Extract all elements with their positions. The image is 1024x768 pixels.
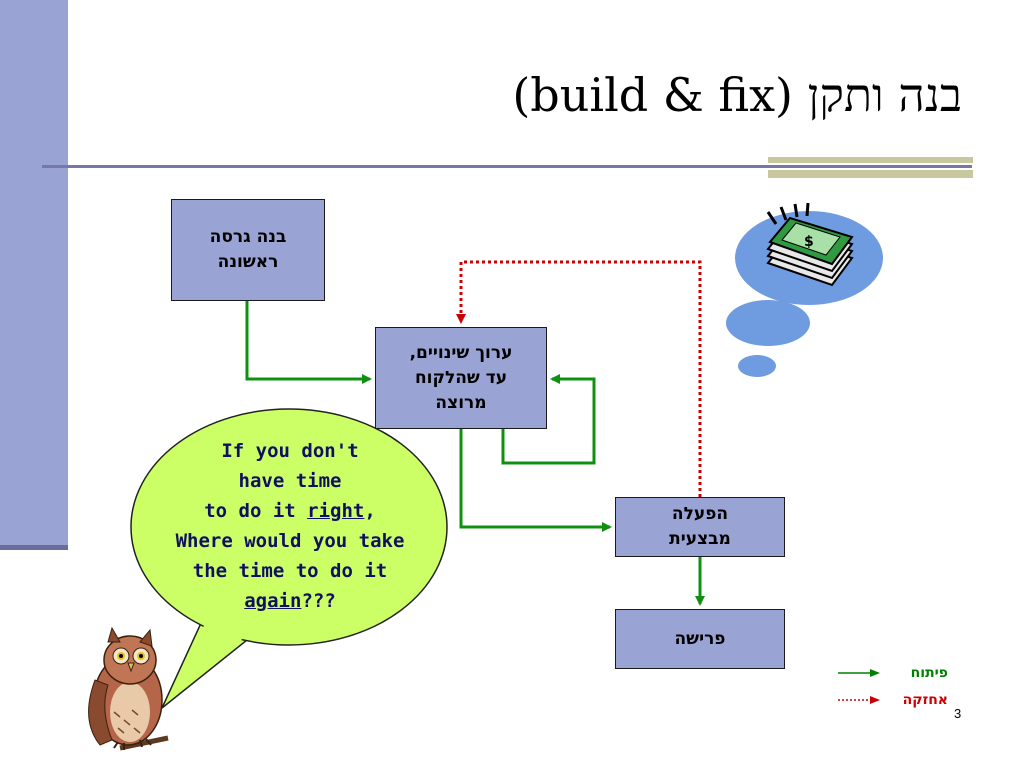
- speech-bubble-text: If you don't have time to do it right, W…: [145, 436, 435, 616]
- decoration-bar-top: [768, 157, 973, 163]
- bubble-line-6-suffix: ???: [301, 590, 336, 612]
- box-operational-deployment: הפעלה מבצעית: [615, 497, 785, 557]
- legend-development-label: פיתוח: [910, 665, 948, 681]
- legend-development: פיתוח: [838, 663, 948, 683]
- legend-dev-arrowhead: [870, 669, 880, 677]
- bubble-line-2: have time: [238, 470, 342, 492]
- money-stack-icon: $: [766, 202, 854, 287]
- bubble-line-1: If you don't: [221, 440, 359, 462]
- box-retirement: פרישה: [615, 609, 785, 669]
- arrow-build-to-edit: [245, 301, 372, 384]
- bubble-line-5: the time to do it: [192, 560, 388, 582]
- side-decoration-bar: [0, 0, 68, 545]
- bubble-emph-right: right: [307, 500, 365, 522]
- arrow-maintenance-loop: [456, 260, 702, 497]
- development-arrows: [245, 301, 705, 606]
- legend-maint-arrowhead: [870, 696, 880, 704]
- side-decoration-shadow: [0, 545, 68, 550]
- box-edit-changes: ערוך שינויים, עד שהלקוח מרוצה: [375, 327, 547, 429]
- arrow-edit-loop: [501, 374, 596, 465]
- bubble-line-6: again???: [145, 586, 435, 616]
- arrow-edit-to-deploy: [459, 429, 612, 532]
- title-english: (build & fix): [512, 68, 793, 122]
- bubble-line-3-prefix: to do it: [204, 500, 308, 522]
- bubble-emph-again: again: [244, 590, 302, 612]
- bubble-line-4: Where would you take: [175, 530, 405, 552]
- box-build-first-version: בנה גרסה ראשונה: [171, 199, 325, 301]
- page-number: 3: [954, 706, 962, 721]
- owl-icon: [88, 626, 169, 751]
- title-hebrew: בנה ותקן: [807, 68, 962, 122]
- svg-text:$: $: [804, 234, 814, 250]
- slide-title: (build & fix) בנה ותקן: [512, 68, 962, 122]
- legend-maintenance-label: אחזקה: [902, 692, 948, 708]
- title-underline: [42, 165, 972, 168]
- decoration-bar-bottom: [768, 170, 973, 178]
- legend-maintenance: אחזקה: [838, 690, 948, 710]
- bubble-line-3: to do it right,: [145, 496, 435, 526]
- speech-bubble: [130, 408, 448, 709]
- bubble-line-3-suffix: ,: [364, 500, 376, 522]
